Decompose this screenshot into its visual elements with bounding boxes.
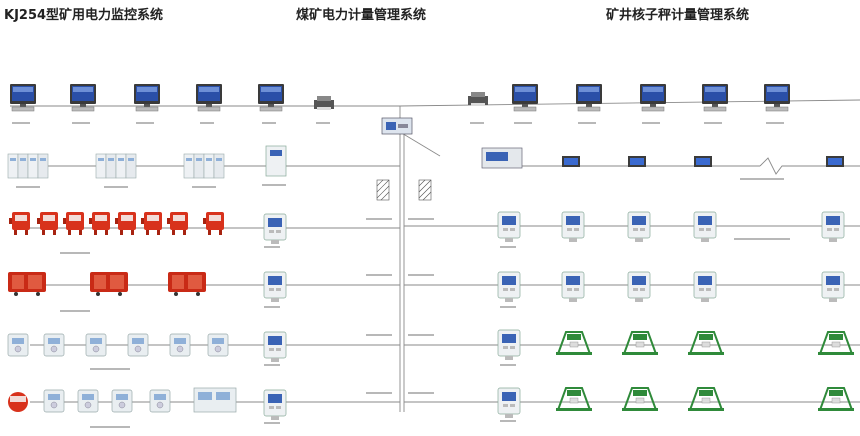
- distribution-panel-icon: [7, 153, 49, 179]
- distribution-panels: [7, 145, 287, 179]
- workstation-monitor-icon: [9, 83, 37, 112]
- workstation-monitor-icon: [511, 83, 539, 112]
- workstation-row-left: [9, 83, 334, 112]
- substation-controller-icon: [263, 271, 287, 303]
- scale-display-icon: [694, 156, 712, 167]
- explosion-proof-switch-icon: [43, 389, 65, 413]
- workstation-monitor-icon: [575, 83, 603, 112]
- distribution-panel-icon: [95, 153, 137, 179]
- field-station-icon: [627, 211, 651, 243]
- nuclear-scale-icon: [817, 331, 855, 356]
- title-right: 矿井核子秤计量管理系统: [606, 8, 750, 23]
- explosion-proof-switch-icon: [111, 389, 133, 413]
- network-lines: [10, 99, 860, 412]
- workstation-monitor-icon: [701, 83, 729, 112]
- field-station-icon: [561, 211, 585, 243]
- explosion-proof-switch-icon: [77, 389, 99, 413]
- mobile-substation-icon: [90, 272, 128, 296]
- explosion-proof-switch-icon: [63, 212, 84, 235]
- scale-host-row: [481, 147, 844, 169]
- workstation-monitor-icon: [639, 83, 667, 112]
- scale-display-icon: [628, 156, 646, 167]
- scale-row-2: [497, 387, 855, 419]
- field-station-icon: [497, 387, 521, 419]
- explosion-proof-switch-icon: [37, 212, 58, 235]
- nuclear-scale-icon: [555, 331, 593, 356]
- explosion-proof-switch-icon: [127, 333, 149, 357]
- nuclear-scale-icon: [555, 387, 593, 412]
- field-station-icon: [497, 271, 521, 303]
- substation-controller-icon: [263, 331, 287, 363]
- mobile-substation-icon: [8, 272, 46, 296]
- grey-switch-row: [7, 331, 287, 363]
- field-station-icon: [627, 271, 651, 303]
- explosion-proof-switch-icon: [115, 212, 136, 235]
- explosion-proof-switch-icon: [169, 333, 191, 357]
- explosion-proof-switch-icon: [149, 389, 171, 413]
- printer-icon: [314, 96, 334, 110]
- field-station-icon: [497, 329, 521, 361]
- field-station-row-2: [497, 271, 845, 303]
- mobile-substation-icon: [168, 272, 206, 296]
- explosion-proof-switch-icon: [9, 212, 30, 235]
- printer-icon: [468, 92, 488, 106]
- distribution-panel-icon: [183, 153, 225, 179]
- title-left: KJ254型矿用电力监控系统: [4, 8, 164, 23]
- field-station-icon: [821, 211, 845, 243]
- field-station-row-1: [497, 211, 845, 243]
- workstation-monitor-icon: [257, 83, 285, 112]
- workstation-monitor-icon: [69, 83, 97, 112]
- mixed-equipment-row: [8, 387, 287, 421]
- substation-controller-icon: [263, 389, 287, 421]
- nuclear-scale-icon: [687, 387, 725, 412]
- field-station-icon: [561, 271, 585, 303]
- explosion-proof-switch-icon: [207, 333, 229, 357]
- explosion-proof-switch-icon: [203, 212, 224, 235]
- explosion-proof-switch-icon: [141, 212, 162, 235]
- substation-controller-icon: [263, 213, 287, 245]
- central-switch: [381, 117, 413, 135]
- nuclear-scale-icon: [621, 331, 659, 356]
- nuclear-scale-icon: [817, 387, 855, 412]
- title-center: 煤矿电力计量管理系统: [296, 8, 427, 23]
- scale-display-icon: [562, 156, 580, 167]
- explosion-proof-switch-icon: [43, 333, 65, 357]
- field-station-icon: [821, 271, 845, 303]
- hatched-blocks: [376, 179, 432, 201]
- explosion-proof-switch-icon: [89, 212, 110, 235]
- workstation-row-right: [468, 83, 791, 112]
- field-station-icon: [693, 271, 717, 303]
- field-station-icon: [693, 211, 717, 243]
- field-station-icon: [497, 211, 521, 243]
- nuclear-scale-icon: [621, 387, 659, 412]
- scale-display-icon: [826, 156, 844, 167]
- explosion-proof-switch-icon: [7, 333, 29, 357]
- caption-marks: [12, 122, 790, 428]
- workstation-monitor-icon: [133, 83, 161, 112]
- explosion-proof-switch-icon: [167, 212, 188, 235]
- explosion-proof-switch-icon: [85, 333, 107, 357]
- workstation-monitor-icon: [763, 83, 791, 112]
- mobile-substation-row: [8, 271, 287, 303]
- workstation-monitor-icon: [195, 83, 223, 112]
- nuclear-scale-icon: [687, 331, 725, 356]
